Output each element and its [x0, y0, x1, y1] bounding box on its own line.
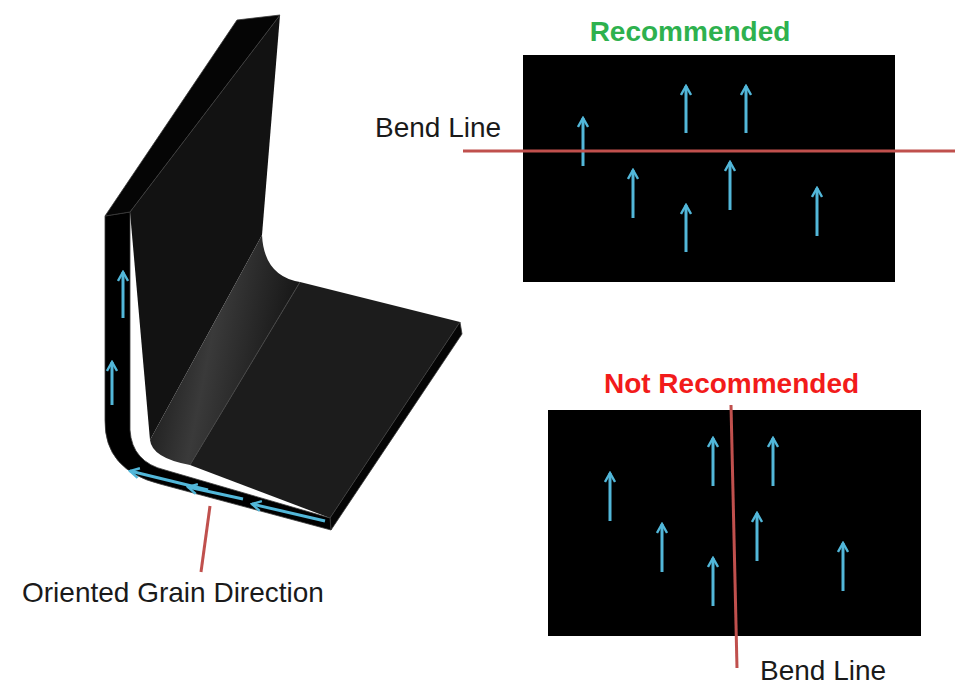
panel-box: Recommended [523, 55, 895, 282]
panel-heading: Recommended [504, 15, 876, 49]
bend-line [463, 150, 955, 153]
bend-line-label: Bend Line [375, 111, 501, 145]
grain-arrows [112, 272, 325, 521]
l-bracket [105, 15, 462, 530]
leader-line [201, 506, 210, 572]
panel-heading: Not Recommended [545, 367, 918, 401]
bend-line-label: Bend Line [760, 654, 886, 688]
callout-label: Oriented Grain Direction [22, 576, 324, 610]
